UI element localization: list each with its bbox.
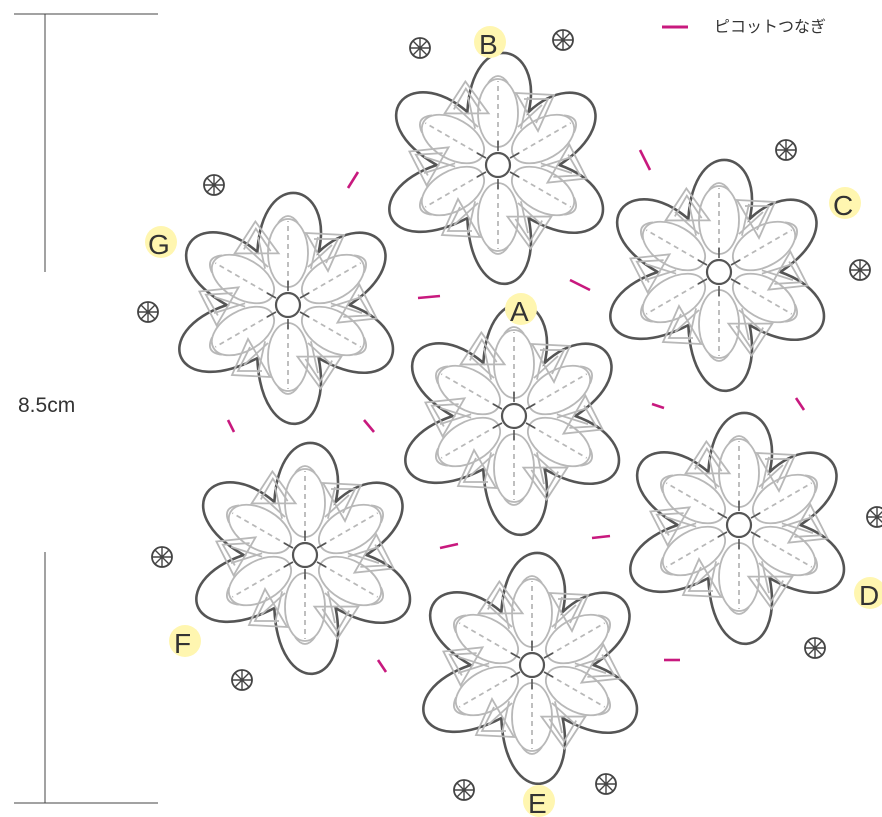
- circle-cross-icon: [552, 29, 574, 51]
- circle-cross-icon: [151, 546, 173, 568]
- dimension-marker: 8.5cm: [14, 13, 158, 804]
- circle-cross-icon: [409, 37, 431, 59]
- motif-c: [567, 125, 871, 419]
- circle-cross-icon: [231, 669, 253, 691]
- label-g: G: [145, 226, 177, 260]
- motif-f: [153, 408, 457, 702]
- legend: ピコットつなぎ: [662, 17, 826, 36]
- legend-label: ピコットつなぎ: [714, 17, 826, 36]
- motif-b: [346, 18, 650, 312]
- dimension-label: 8.5cm: [18, 394, 75, 417]
- circle-cross-icon: [203, 174, 225, 196]
- label-d: D: [854, 577, 882, 611]
- circle-cross-icon: [866, 506, 882, 528]
- motif-labels: A B C D E F G: [145, 26, 882, 817]
- svg-text:C: C: [833, 190, 853, 221]
- motif-d: [587, 378, 882, 672]
- circle-cross-icon: [453, 779, 475, 801]
- svg-text:E: E: [528, 788, 547, 817]
- circle-cross-icon: [137, 301, 159, 323]
- svg-text:D: D: [859, 580, 879, 611]
- circle-cross-icon: [804, 637, 826, 659]
- svg-text:F: F: [174, 628, 191, 659]
- svg-text:A: A: [510, 296, 529, 327]
- motif-g: [136, 158, 440, 452]
- circle-cross-icon: [595, 773, 617, 795]
- motif-e: [380, 518, 684, 812]
- label-b: B: [474, 26, 506, 60]
- label-f: F: [169, 625, 201, 659]
- label-e: E: [523, 785, 555, 817]
- picot-joins: [226, 149, 806, 673]
- svg-text:B: B: [479, 29, 498, 60]
- label-c: C: [829, 187, 861, 221]
- label-a: A: [505, 293, 537, 327]
- svg-text:G: G: [148, 229, 170, 260]
- circle-cross-icon: [849, 259, 871, 281]
- circle-cross-icon: [775, 139, 797, 161]
